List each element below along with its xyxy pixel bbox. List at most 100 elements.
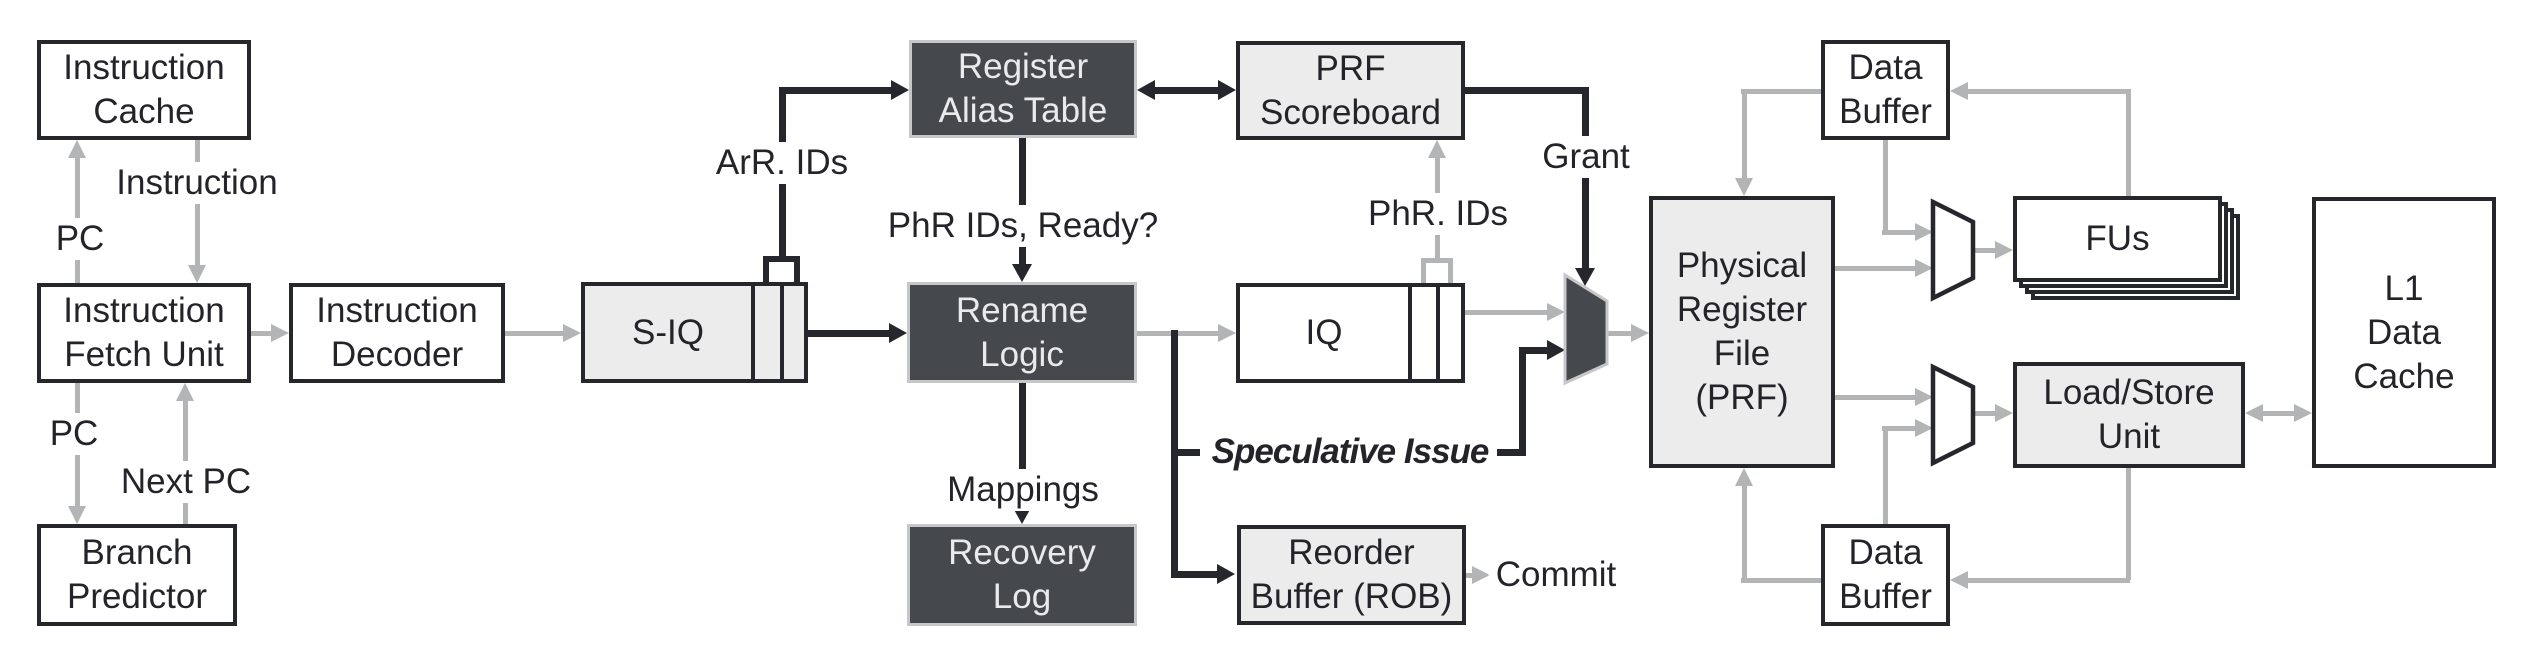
arrowhead-fumux-to-fus <box>1995 241 2013 259</box>
edge-lsumux-to-lsu <box>1973 410 1995 416</box>
arrowhead-speculative-issue-to-mux <box>1547 340 1565 360</box>
arrowhead-decoder-to-siq <box>563 324 581 342</box>
prf-scoreboard-label: PRF <box>1315 48 1386 88</box>
iq-slot-divider <box>1436 287 1440 379</box>
physical-register-file-label: Physical <box>1676 246 1808 285</box>
lsu-operand-mux-icon <box>1930 363 1976 467</box>
iq-queue-box: IQ <box>1236 283 1465 383</box>
s-iq-slot-divider <box>751 286 755 379</box>
arrowhead-rename-to-rob <box>1217 564 1235 584</box>
edge-label-phr-ids-ready: PhR IDs, Ready? <box>880 205 1166 247</box>
arrowhead-dbtop-to-prf <box>1735 178 1753 196</box>
edge-prf-to-fumux <box>1835 265 1915 271</box>
edge-label-grant: Grant <box>1535 136 1637 178</box>
edge-lsu-to-dbbot <box>1968 577 2130 583</box>
iq-read-port-tap-icon <box>1421 258 1453 283</box>
arrowhead-siq-to-rename <box>889 323 907 343</box>
reorder-buffer-label: Reorder <box>1288 533 1415 572</box>
arrowhead-dbtop-to-fumux <box>1915 223 1933 241</box>
edge-iq-to-issue-mux <box>1465 309 1547 315</box>
edge-speculative-issue <box>1177 448 1200 456</box>
edge-rename-to-rob <box>1170 571 1217 578</box>
edge-dbtop-to-prf <box>1741 88 1747 179</box>
s-iq-slot-divider <box>780 286 784 379</box>
edge-label-next-pc: Next PC <box>113 461 259 503</box>
arrowhead-l1-to-lsu <box>2245 404 2263 422</box>
edge-prf-to-lsumux <box>1835 394 1915 400</box>
arrowhead-lsu-to-l1 <box>2294 404 2312 422</box>
arrowhead-pc-to-bp <box>68 506 86 524</box>
s-iq-read-port-tap-icon <box>763 256 800 282</box>
edge-label-instruction: Instruction <box>109 162 285 204</box>
edge-rob-commit <box>1466 572 1472 578</box>
edge-grant <box>1465 86 1589 94</box>
iq-label: IQ <box>1305 313 1343 352</box>
edge-label-pc-top: PC <box>48 218 112 260</box>
issue-mux-icon <box>1563 272 1609 386</box>
instruction-cache-label: Instruction <box>63 48 225 87</box>
arrowhead-rob-commit <box>1472 566 1490 584</box>
fu-operand-mux-icon <box>1930 198 1976 302</box>
arrowhead-prf-to-lsumux <box>1915 388 1933 406</box>
arrowhead-instruction-to-ifu <box>188 265 206 283</box>
branch-predictor-box: Branch Predictor <box>37 524 237 626</box>
instruction-decoder-label: Instruction <box>316 291 478 330</box>
arrowhead-phrids-to-scoreboard <box>1428 140 1446 158</box>
edge-dbtop-to-fumux <box>1882 140 1888 234</box>
edge-rat-to-rename <box>1018 138 1026 264</box>
edge-ifu-to-decoder <box>251 330 271 336</box>
data-buffer-top-box: Data Buffer <box>1821 40 1950 140</box>
arrowhead-rat-to-scoreboard <box>1218 80 1236 100</box>
edge-dbbot-to-lsumux <box>1882 425 1888 525</box>
edge-rename-to-iq <box>1137 330 1218 336</box>
edge-speculative-issue-to-mux <box>1518 346 1548 354</box>
edge-label-phr-ids: PhR. IDs <box>1360 193 1516 235</box>
branch-predictor-label: Branch <box>81 533 193 572</box>
instruction-cache-box: Instruction Cache <box>37 40 251 140</box>
prf-scoreboard-box: PRF Scoreboard <box>1236 41 1465 140</box>
edge-label-commit: Commit <box>1488 554 1624 596</box>
edge-dbtop-to-fumux <box>1882 229 1915 235</box>
s-iq-label: S-IQ <box>632 312 704 352</box>
data-buffer-bottom-label: Data <box>1848 533 1923 572</box>
edge-label-arr-ids: ArR. IDs <box>708 142 856 184</box>
arrowhead-rename-to-iq <box>1218 324 1236 342</box>
register-alias-table-label: Register <box>957 47 1089 86</box>
arrowhead-lsumux-to-lsu <box>1995 404 2013 422</box>
arrowhead-dbbot-to-lsumux <box>1915 419 1933 437</box>
arrowhead-ifu-to-decoder <box>271 324 289 342</box>
arrowhead-grant-to-mux <box>1575 268 1595 286</box>
arrowhead-iq-to-issue-mux <box>1547 303 1565 321</box>
edge-dbtop-to-prf <box>1741 88 1821 94</box>
data-buffer-top-label: Data <box>1848 48 1923 87</box>
data-buffer-bottom-box: Data Buffer <box>1821 524 1950 626</box>
edge-lsu-to-dbbot <box>2125 468 2131 580</box>
register-alias-table-box: Register Alias Table <box>909 40 1137 138</box>
edge-fus-to-dbtop <box>1968 88 2130 94</box>
recovery-log-box: Recovery Log <box>907 524 1137 626</box>
edge-label-speculative-issue: Speculative Issue <box>1204 431 1496 473</box>
edge-dbbot-to-prf <box>1741 486 1747 583</box>
edge-label-mappings: Mappings <box>940 469 1106 511</box>
arrowhead-prf-to-fumux <box>1915 259 1933 277</box>
edge-arrids-to-rat <box>778 86 891 94</box>
rename-logic-label: Rename <box>955 290 1089 330</box>
load-store-unit-box: Load/Store Unit <box>2013 362 2245 468</box>
edge-lsu-l1 <box>2261 410 2296 416</box>
s-iq-queue-box: S-IQ <box>581 282 808 383</box>
edge-issue-mux-to-prf <box>1608 330 1631 336</box>
physical-register-file-box: Physical Register File (PRF) <box>1649 196 1835 468</box>
arrowhead-rat-to-rename <box>1012 264 1032 282</box>
edge-speculative-issue <box>1497 448 1525 456</box>
edge-label-pc-bottom: PC <box>42 413 106 455</box>
instruction-fetch-unit-label: Instruction <box>63 291 225 330</box>
instruction-decoder-box: Instruction Decoder <box>289 283 505 383</box>
arrowhead-arrids-to-rat <box>891 80 909 100</box>
edge-siq-to-rename <box>808 329 889 337</box>
arrowhead-lsu-to-dbbot <box>1950 571 1968 589</box>
l1-data-cache-label: L1 <box>2384 268 2424 308</box>
arrowhead-fus-to-dbtop <box>1950 82 1968 100</box>
fus-stack: FUs <box>2013 196 2240 300</box>
edge-fus-to-dbtop <box>2125 88 2131 197</box>
